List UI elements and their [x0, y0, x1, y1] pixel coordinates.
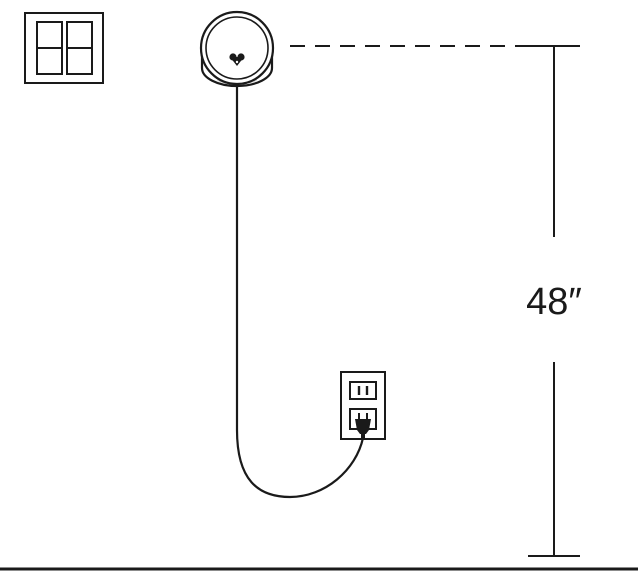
- power-plug-icon: [355, 413, 371, 440]
- height-dimension-line: [528, 45, 580, 557]
- height-dimension-label: 48″: [526, 281, 582, 323]
- power-cable: [235, 86, 365, 499]
- device-logo-icon: [229, 53, 245, 66]
- round-hub-device-icon: [199, 10, 275, 88]
- light-switch-icon: [24, 12, 104, 84]
